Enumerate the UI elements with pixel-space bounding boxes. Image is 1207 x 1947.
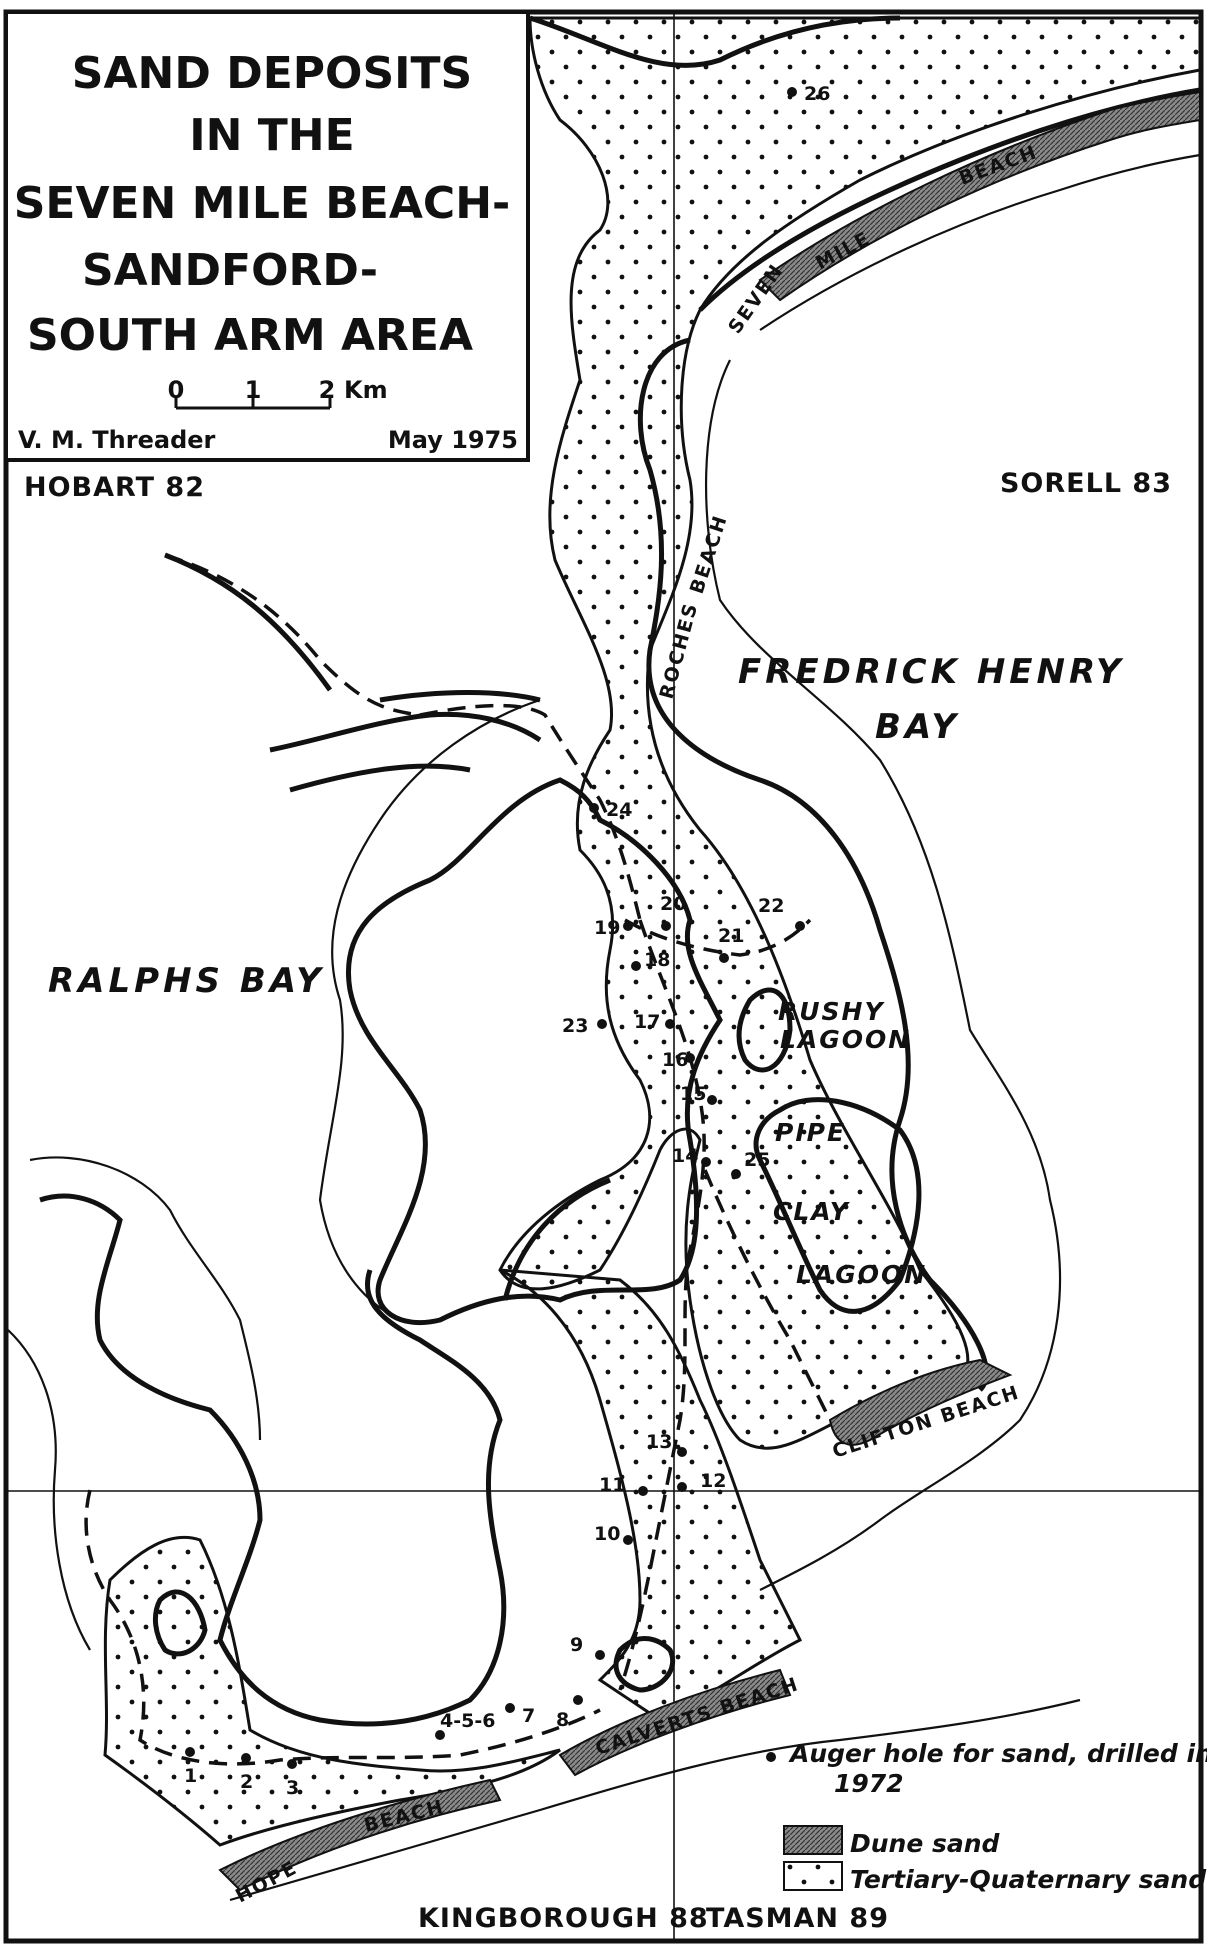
auger-hole-dot-10 [623,1535,633,1545]
legend-auger-label-2: 1972 [834,1769,904,1798]
ralphs-bay-label: RALPHS BAY [48,961,325,1001]
title-line-5: SOUTH ARM AREA [27,310,473,361]
auger-hole-label-7: 7 [522,1705,535,1727]
auger-hole-dot-19 [623,921,633,931]
sheet-tasman: TASMAN 89 [706,1903,889,1934]
auger-hole-label-16: 16 [662,1049,688,1071]
title-line-2: IN THE [189,110,354,161]
rushy-lagoon-label-1: RUSHY [778,997,885,1026]
auger-hole-label-3: 3 [286,1777,299,1799]
title-line-3: SEVEN MILE BEACH- [14,178,511,229]
sheet-hobart: HOBART 82 [24,472,205,503]
auger-hole-label-18: 18 [644,949,670,971]
tracks [84,553,832,1766]
auger-hole-label-23: 23 [562,1015,588,1037]
title-line-1: SAND DEPOSITS [72,48,472,99]
auger-hole-label-9: 9 [570,1634,583,1656]
auger-hole-dot-3 [287,1759,297,1769]
auger-hole-dot-17 [665,1019,675,1029]
auger-hole-label-10: 10 [594,1523,620,1545]
auger-hole-dot-11 [638,1486,648,1496]
auger-hole-dot-8 [573,1695,583,1705]
auger-hole-dot-20 [661,921,671,931]
auger-hole-dot-22 [795,921,805,931]
auger-hole-dot-9 [595,1650,605,1660]
roches-beach-label-beach: BEACH [686,512,732,597]
auger-hole-dot-24 [589,803,599,813]
pipe-clay-lagoon-label-1: PIPE [775,1118,846,1147]
auger-hole-label-2: 2 [240,1771,253,1793]
auger-hole-dot-7 [505,1703,515,1713]
auger-hole-label-14: 14 [672,1145,698,1167]
auger-hole-dot-15 [707,1095,717,1105]
auger-hole-label-25: 25 [744,1149,770,1171]
date: May 1975 [388,426,518,454]
sheet-sorell: SORELL 83 [1000,468,1172,499]
auger-hole-label-12: 12 [700,1470,726,1492]
scale-unit: Km [344,376,388,404]
auger-hole-label-26: 26 [804,83,830,105]
scale-tick-0: 0 [168,376,185,404]
offshore-contours [7,153,1201,1902]
auger-hole-dot-13 [677,1447,687,1457]
author: V. M. Threader [18,426,216,454]
legend-tertiary-swatch [783,1861,843,1891]
legend-tertiary-label: Tertiary-Quaternary sand [850,1865,1207,1894]
auger-hole-dot-16 [685,1053,695,1063]
auger-hole-dot-4-5-6 [435,1730,445,1740]
auger-hole-label-13: 13 [646,1431,672,1453]
auger-hole-dot-12 [677,1482,687,1492]
dune-sand-bands [218,90,1201,1892]
auger-hole-label-4-5-6: 4-5-6 [440,1710,495,1732]
scale-bar: 0 1 2 Km [168,376,388,410]
rushy-lagoon-label-2: LAGOON [780,1025,911,1054]
seven-mile-beach-label-beach: BEACH [956,141,1041,190]
auger-hole-dot-18 [631,961,641,971]
auger-hole-label-19: 19 [594,917,620,939]
auger-hole-dot-1 [185,1747,195,1757]
fredrick-henry-bay-label-2: BAY [875,707,960,747]
scale-tick-1: 1 [245,376,262,404]
legend-dune-swatch [783,1825,843,1855]
title-box: SAND DEPOSITS IN THE SEVEN MILE BEACH- S… [4,10,530,462]
auger-hole-label-20: 20 [660,893,686,915]
auger-hole-label-1: 1 [184,1765,197,1787]
legend: Auger hole for sand, drilled in 1972 Dun… [766,1739,1207,1894]
auger-hole-label-22: 22 [758,895,784,917]
auger-hole-label-24: 24 [606,799,632,821]
auger-hole-label-8: 8 [556,1709,569,1731]
sheet-kingborough: KINGBOROUGH 88 [418,1903,709,1934]
auger-hole-dot-14 [701,1157,711,1167]
auger-hole-dot-2 [241,1753,251,1763]
auger-hole-dot-26 [787,87,797,97]
auger-hole-label-21: 21 [718,925,744,947]
legend-auger-dot-icon [766,1752,776,1762]
auger-hole-dot-25 [731,1169,741,1179]
auger-hole-dot-21 [719,953,729,963]
auger-hole-label-11: 11 [599,1474,625,1496]
auger-hole-label-17: 17 [634,1011,660,1033]
scale-tick-2: 2 [319,376,336,404]
legend-dune-label: Dune sand [850,1829,1001,1858]
title-line-4: SANDFORD- [82,245,378,296]
map-frame [3,9,1204,1944]
auger-hole-dot-23 [597,1019,607,1029]
auger-hole-label-15: 15 [680,1083,706,1105]
fredrick-henry-bay-label-1: FREDRICK HENRY [738,652,1125,692]
pipe-clay-lagoon-label-3: LAGOON [796,1260,927,1289]
pipe-clay-lagoon-label-2: CLAY [773,1197,851,1226]
legend-auger-label-1: Auger hole for sand, drilled in [788,1739,1207,1768]
